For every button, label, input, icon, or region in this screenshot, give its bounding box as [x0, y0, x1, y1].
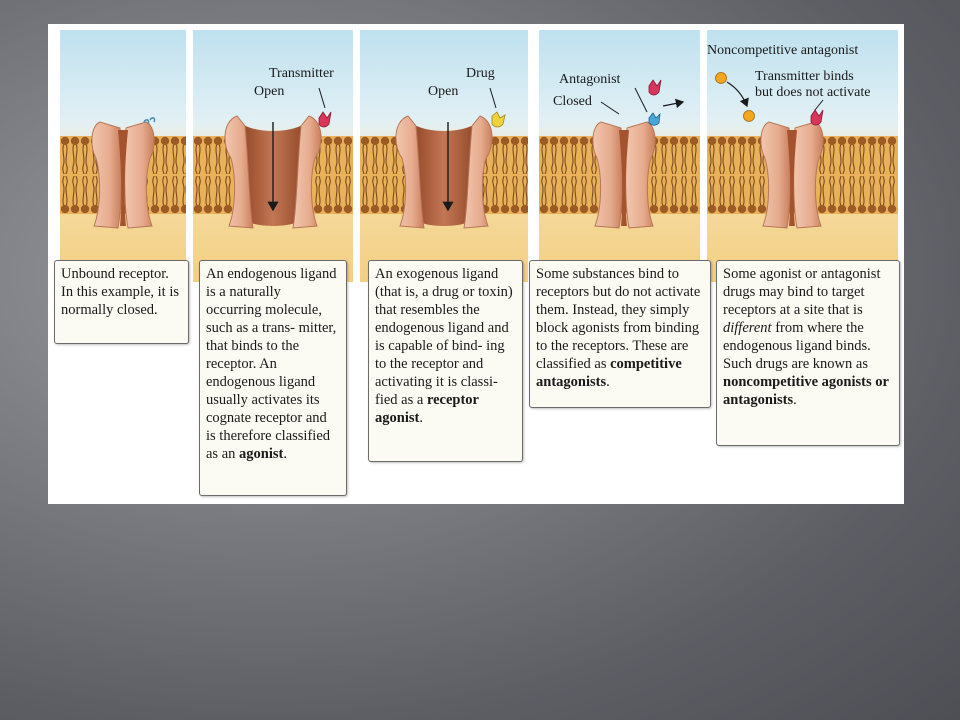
- receptor-ligand-figure: Transmitter Open Drug Open Antagonis: [48, 24, 904, 504]
- drug-label: Drug: [466, 66, 495, 81]
- open-label: Open: [428, 84, 459, 99]
- caption-competitive: Some substances bind to receptors but do…: [529, 260, 711, 408]
- transmitter-binds-label-line1: Transmitter binds: [755, 69, 854, 84]
- caption-noncompetitive: Some agonist or antagonist drugs may bin…: [716, 260, 900, 446]
- noncompetitive-antagonist-label: Noncompetitive antagonist: [707, 43, 859, 58]
- closed-channel: [91, 117, 156, 229]
- panel-competitive: Antagonist Closed: [539, 30, 700, 282]
- caption-exogenous: An exogenous ligand (that is, a drug or …: [368, 260, 523, 462]
- panel-endogenous: Transmitter Open: [193, 30, 353, 282]
- transmitter-label: Transmitter: [269, 66, 334, 81]
- caption-endogenous: An endogenous ligand is a naturally occu…: [199, 260, 347, 496]
- open-channel: [224, 87, 332, 229]
- panel-noncompetitive: Noncompetitive antagonist Transmitter bi…: [707, 30, 898, 282]
- transmitter-binds-label-line2: but does not activate: [755, 85, 871, 100]
- panel-exogenous: Drug Open: [360, 30, 528, 282]
- blocked-channel: [592, 79, 685, 229]
- closed-channel: [715, 72, 824, 229]
- caption-unbound: Unbound receptor. In this example, it is…: [54, 260, 189, 344]
- panel-unbound: [60, 30, 186, 282]
- open-channel: [395, 87, 506, 229]
- open-label: Open: [254, 84, 285, 99]
- antagonist-label: Antagonist: [559, 72, 621, 87]
- closed-label: Closed: [553, 94, 592, 109]
